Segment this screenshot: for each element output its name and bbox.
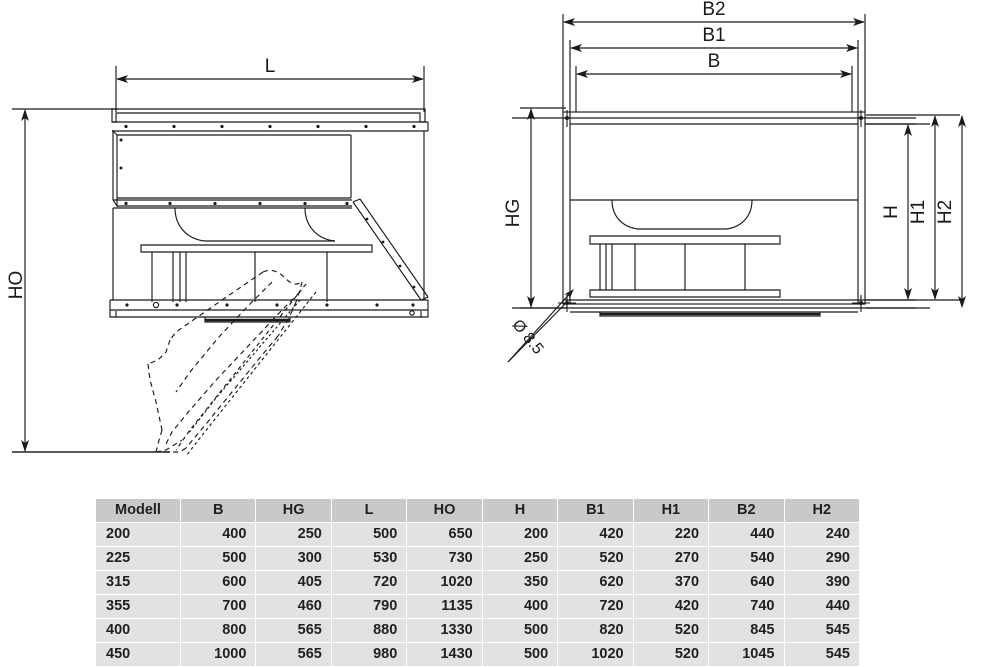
cell-b1: 520: [558, 547, 633, 570]
cell-l: 500: [331, 523, 407, 546]
cell-h1: 520: [633, 619, 709, 642]
model-dimension-table: Modell B HG L HO H B1 H1 B2 H2 200 400 2…: [95, 498, 860, 667]
cell-h: 400: [482, 595, 558, 618]
cell-ho: 1135: [407, 595, 482, 618]
cell-modell: 225: [96, 547, 180, 570]
dim-label-B1: B1: [702, 25, 725, 46]
cell-ho: 1020: [407, 571, 482, 594]
dim-label-B2: B2: [702, 0, 725, 20]
cell-b: 400: [181, 523, 256, 546]
column-header-modell: Modell: [96, 499, 180, 522]
cell-h2: 290: [784, 547, 859, 570]
column-header-h: H: [482, 499, 558, 522]
model-dimension-table-wrapper: Modell B HG L HO H B1 H1 B2 H2 200 400 2…: [95, 498, 860, 667]
cell-h: 500: [482, 619, 558, 642]
technical-drawings: L HO B2 B1 B HG H H1 H2 Ø 8.5: [6, 0, 966, 457]
cell-h2: 545: [784, 619, 859, 642]
cell-ho: 1430: [407, 643, 482, 666]
table-row: 225 500 300 530 730 250 520 270 540 290: [96, 547, 859, 570]
column-header-hg: HG: [256, 499, 331, 522]
cell-l: 980: [331, 643, 407, 666]
cell-b: 600: [181, 571, 256, 594]
cell-h1: 220: [633, 523, 709, 546]
cell-b2: 440: [709, 523, 784, 546]
cell-hg: 565: [256, 619, 331, 642]
cell-hg: 405: [256, 571, 331, 594]
table-row: 315 600 405 720 1020 350 620 370 640 390: [96, 571, 859, 594]
cell-b2: 540: [709, 547, 784, 570]
cell-b1: 720: [558, 595, 633, 618]
cell-b: 700: [181, 595, 256, 618]
table-row: 355 700 460 790 1135 400 720 420 740 440: [96, 595, 859, 618]
cell-ho: 650: [407, 523, 482, 546]
cell-b2: 640: [709, 571, 784, 594]
dim-label-H2: H2: [935, 200, 956, 224]
cell-h2: 240: [784, 523, 859, 546]
dim-label-B: B: [708, 51, 721, 72]
cell-l: 720: [331, 571, 407, 594]
cell-b1: 620: [558, 571, 633, 594]
hole-diameter-callout: Ø 8.5: [509, 317, 547, 358]
cell-b2: 740: [709, 595, 784, 618]
column-header-b: B: [181, 499, 256, 522]
cell-modell: 450: [96, 643, 180, 666]
column-header-ho: HO: [407, 499, 482, 522]
cell-b: 1000: [181, 643, 256, 666]
front-view-geometry: [507, 14, 966, 363]
cell-h: 350: [482, 571, 558, 594]
cell-ho: 1330: [407, 619, 482, 642]
cell-b2: 1045: [709, 643, 784, 666]
cell-h1: 420: [633, 595, 709, 618]
table-row: 400 800 565 880 1330 500 820 520 845 545: [96, 619, 859, 642]
cell-modell: 200: [96, 523, 180, 546]
cell-modell: 315: [96, 571, 180, 594]
dim-label-HO: HO: [6, 271, 27, 300]
dim-label-L: L: [265, 56, 276, 77]
table-header-row: Modell B HG L HO H B1 H1 B2 H2: [96, 499, 859, 522]
column-header-b2: B2: [709, 499, 784, 522]
cell-h: 500: [482, 643, 558, 666]
cell-b1: 420: [558, 523, 633, 546]
dim-label-HG: HG: [503, 199, 524, 228]
cell-modell: 400: [96, 619, 180, 642]
cell-h2: 545: [784, 643, 859, 666]
cell-l: 790: [331, 595, 407, 618]
dim-label-H1: H1: [908, 200, 929, 224]
cell-b1: 820: [558, 619, 633, 642]
cell-b2: 845: [709, 619, 784, 642]
cell-l: 530: [331, 547, 407, 570]
cell-h: 200: [482, 523, 558, 546]
cell-h1: 370: [633, 571, 709, 594]
cell-b1: 1020: [558, 643, 633, 666]
cell-modell: 355: [96, 595, 180, 618]
cell-hg: 460: [256, 595, 331, 618]
column-header-h1: H1: [633, 499, 709, 522]
cell-h1: 270: [633, 547, 709, 570]
cell-h: 250: [482, 547, 558, 570]
column-header-b1: B1: [558, 499, 633, 522]
column-header-l: L: [331, 499, 407, 522]
dim-label-H: H: [881, 205, 902, 219]
cell-h2: 390: [784, 571, 859, 594]
column-header-h2: H2: [784, 499, 859, 522]
cell-h1: 520: [633, 643, 709, 666]
cell-hg: 250: [256, 523, 331, 546]
table-row: 450 1000 565 980 1430 500 1020 520 1045 …: [96, 643, 859, 666]
cell-hg: 565: [256, 643, 331, 666]
cell-hg: 300: [256, 547, 331, 570]
side-view-geometry: [12, 66, 429, 457]
cell-b: 800: [181, 619, 256, 642]
cell-b: 500: [181, 547, 256, 570]
cell-l: 880: [331, 619, 407, 642]
cell-h2: 440: [784, 595, 859, 618]
cell-ho: 730: [407, 547, 482, 570]
table-row: 200 400 250 500 650 200 420 220 440 240: [96, 523, 859, 546]
